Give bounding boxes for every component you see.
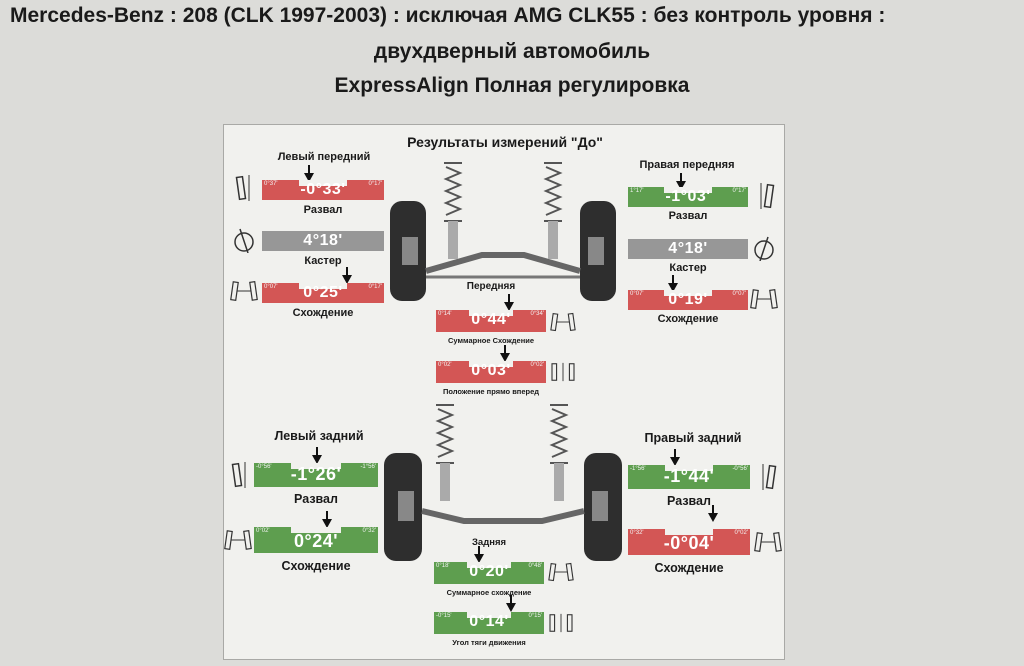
tol-min: 0°14' (438, 311, 452, 317)
toe-label: Схождение (292, 307, 354, 319)
thrust-icon (551, 362, 575, 382)
rear-right-camber-value: -1°44' (663, 466, 715, 486)
rear-axle-diagram (384, 404, 622, 561)
rear-total-arrow (474, 546, 484, 563)
tol-min: 0°37' (264, 181, 278, 187)
tol-min: 0°07' (630, 291, 644, 297)
tol-max: 0°34' (530, 311, 544, 317)
tol-max: -0°56' (732, 466, 748, 472)
front-left-toe-value: 0°25' (303, 284, 343, 301)
tol-max: 0°17' (368, 181, 382, 187)
tol-max: 0°02' (734, 530, 748, 536)
page-subtitle: двухдверный автомобиль (373, 40, 651, 63)
camber-icon (231, 462, 246, 488)
rear-left-toe-value: 0°24' (293, 531, 338, 551)
measurements-panel: Результаты измерений "До" (223, 124, 785, 660)
tol-min: -0°56' (256, 464, 272, 470)
thrust-label: Положение прямо вперед (442, 387, 540, 396)
front-thrust-arrow (500, 345, 510, 362)
rear-right-toe-arrow (708, 505, 718, 522)
panel-title: Результаты измерений "До" (407, 134, 603, 150)
rear-total-title: Задняя (471, 537, 507, 548)
rear-thrust-value: 0°14' (469, 613, 509, 630)
tol-max: 0°07' (732, 291, 746, 297)
camber-label: Развал (668, 210, 708, 222)
camber-icon (760, 183, 775, 209)
front-thrust-value: 0°03' (471, 362, 511, 379)
toe-icon (754, 531, 782, 553)
front-left-camber-value: -0°33' (300, 181, 346, 198)
tol-min: 0°02' (256, 528, 270, 534)
tol-max: 0°17' (732, 188, 746, 194)
tol-min: -0°15' (436, 613, 452, 619)
tol-max: 0°48' (528, 563, 542, 569)
tol-min: 1°17' (630, 188, 644, 194)
camber-label: Развал (303, 204, 343, 216)
rear-left-title: Левый задний (274, 429, 364, 443)
front-total-arrow (504, 294, 514, 311)
rear-right-title: Правый задний (644, 431, 742, 445)
toe-label: Схождение (281, 559, 351, 573)
front-left-title: Левый передний (277, 151, 371, 163)
total-toe-label: Суммарное схождение (446, 588, 532, 597)
camber-label: Развал (294, 492, 338, 506)
camber-icon (235, 175, 250, 201)
procedure-title: ExpressAlign Полная регулировка (334, 74, 690, 97)
caster-label: Кастер (669, 262, 707, 274)
tol-min: 0°18' (436, 563, 450, 569)
total-toe-label: Суммарное Схождение (447, 336, 535, 345)
front-right-caster-value: 4°18' (668, 240, 708, 257)
front-right-title: Правая передняя (639, 159, 735, 171)
tol-min: 0°07' (264, 284, 278, 290)
toe-label: Схождение (657, 313, 719, 325)
tol-min: -1°56' (630, 466, 646, 472)
toe-icon (230, 280, 258, 302)
front-left-camber-arrow (304, 165, 314, 182)
toe-icon (548, 562, 574, 582)
tol-min: 0°02' (438, 362, 452, 368)
rear-thrust-arrow (506, 595, 516, 612)
rear-total-toe-value: 0°20' (469, 563, 509, 580)
thrust-angle-label: Угол тяги движения (452, 638, 526, 647)
front-axle-diagram (390, 162, 616, 301)
toe-icon (750, 288, 778, 310)
tol-max: 0°17' (368, 284, 382, 290)
tol-max: 0°32' (362, 528, 376, 534)
front-left-caster-value: 4°18' (303, 232, 343, 249)
toe-icon (550, 312, 576, 332)
toe-label: Схождение (654, 561, 724, 575)
tol-min: 0°32' (630, 530, 644, 536)
front-right-toe-arrow (668, 275, 678, 292)
caster-icon (754, 236, 774, 261)
front-right-camber-value: -1°03' (665, 188, 711, 205)
toe-icon (224, 529, 252, 551)
front-left-toe-arrow (342, 267, 352, 284)
front-total-toe-value: 0°44' (471, 311, 511, 328)
rear-right-toe-value: -0°04' (663, 533, 715, 553)
caster-label: Кастер (304, 255, 342, 267)
rear-left-toe-arrow (322, 511, 332, 528)
page-title: Mercedes-Benz : 208 (CLK 1997-2003) : ис… (10, 4, 886, 27)
tol-max: -1°56' (360, 464, 376, 470)
camber-icon (762, 464, 777, 490)
rear-left-camber-value: -1°26' (290, 464, 342, 484)
thrust-icon (549, 613, 573, 633)
front-right-camber-arrow (676, 173, 686, 190)
rear-right-camber-arrow (670, 449, 680, 466)
camber-label: Развал (667, 494, 711, 508)
caster-icon (234, 228, 254, 253)
rear-left-camber-arrow (312, 447, 322, 464)
tol-max: 0°02' (530, 362, 544, 368)
front-total-title: Передняя (466, 281, 516, 292)
front-right-toe-value: 0°19' (668, 291, 708, 308)
tol-max: 0°15' (528, 613, 542, 619)
